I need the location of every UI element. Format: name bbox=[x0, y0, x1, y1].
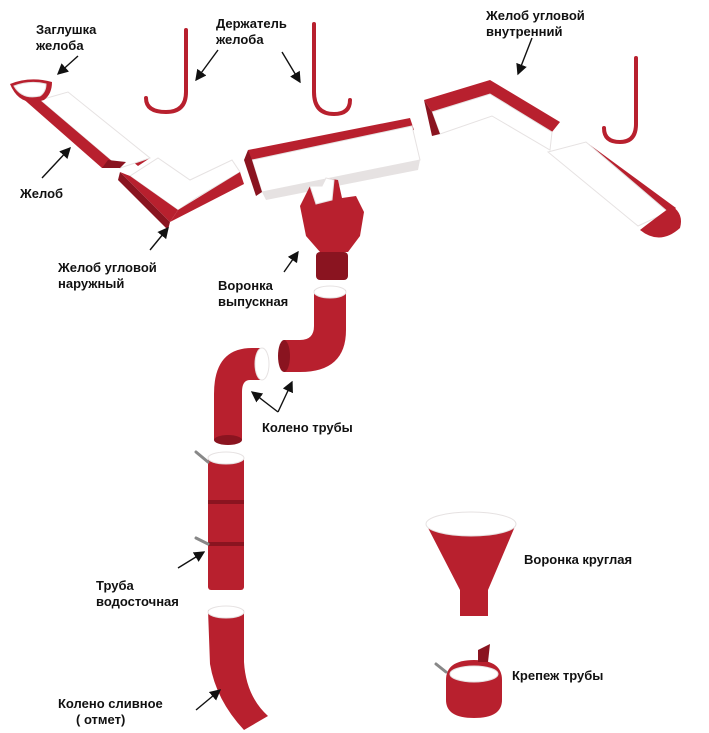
label-inner-corner: Желоб угловой внутренний bbox=[486, 8, 585, 40]
label-gutter-cap: Заглушка желоба bbox=[36, 22, 96, 54]
label-line: Воронка bbox=[218, 278, 273, 293]
gutter-middle bbox=[244, 118, 421, 200]
label-line: желоба bbox=[36, 38, 84, 53]
gutter-right bbox=[546, 141, 681, 238]
label-line: ( отмет) bbox=[76, 712, 126, 727]
pipe-elbow-lower bbox=[214, 347, 270, 445]
downpipe bbox=[194, 450, 245, 590]
gutter-left bbox=[20, 91, 152, 169]
label-line: Желоб bbox=[20, 186, 64, 201]
label-line: Колено сливное bbox=[58, 696, 163, 711]
gutter-holders bbox=[144, 22, 638, 145]
pipe-clamp bbox=[434, 644, 502, 718]
label-line: Желоб угловой bbox=[486, 8, 585, 23]
label-arrows bbox=[41, 37, 533, 711]
label-line: желоба bbox=[216, 32, 264, 47]
label-round-funnel: Воронка круглая bbox=[524, 552, 632, 568]
label-line: Желоб угловой bbox=[58, 260, 157, 275]
gutter-outer-corner bbox=[118, 157, 244, 230]
drain-elbow bbox=[207, 605, 268, 730]
label-line: Держатель bbox=[216, 16, 287, 31]
label-line: Труба bbox=[96, 578, 134, 593]
label-pipe-elbow: Колено трубы bbox=[262, 420, 353, 436]
label-line: Заглушка bbox=[36, 22, 97, 37]
label-line: внутренний bbox=[486, 24, 563, 39]
label-line: водосточная bbox=[96, 594, 179, 609]
pipe-elbow-upper bbox=[278, 285, 347, 372]
gutter-cap bbox=[10, 79, 52, 102]
label-line: Воронка круглая bbox=[524, 552, 633, 567]
label-line: выпускная bbox=[218, 294, 289, 309]
label-line: наружный bbox=[58, 276, 125, 291]
label-line: Колено трубы bbox=[262, 420, 353, 435]
outlet-funnel bbox=[300, 177, 364, 280]
label-gutter: Желоб bbox=[20, 186, 63, 202]
label-pipe-clamp: Крепеж трубы bbox=[512, 668, 603, 684]
label-outer-corner: Желоб угловой наружный bbox=[58, 260, 157, 292]
round-funnel bbox=[425, 511, 517, 616]
label-drain-elbow: Колено сливное ( отмет) bbox=[58, 696, 163, 728]
label-downpipe: Труба водосточная bbox=[96, 578, 179, 610]
label-outlet-funnel: Воронка выпускная bbox=[218, 278, 288, 310]
label-line: Крепеж трубы bbox=[512, 668, 604, 683]
label-gutter-holder: Держатель желоба bbox=[216, 16, 287, 48]
gutter-inner-corner bbox=[424, 80, 560, 151]
